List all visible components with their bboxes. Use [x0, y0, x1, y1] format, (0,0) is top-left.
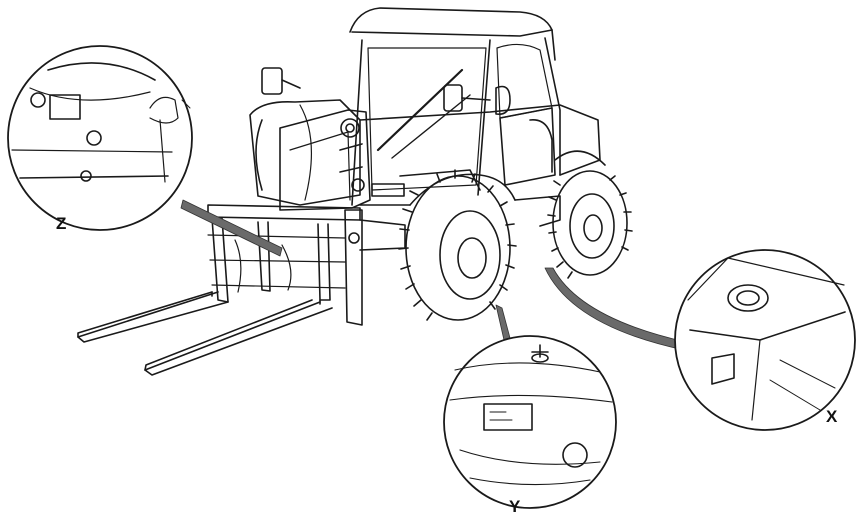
identification-plate-x [711, 353, 735, 385]
cab [349, 7, 561, 206]
forks [77, 291, 333, 376]
callout-label-y: Y [509, 497, 521, 516]
mirrors [261, 67, 511, 116]
front-wheel [398, 169, 517, 321]
callout-circle-z [7, 45, 193, 231]
callout-circle-x [674, 249, 856, 431]
callout-label-x: X [826, 407, 838, 426]
identification-plate-z [49, 94, 81, 120]
telehandler-machine [77, 7, 633, 376]
callout-label-z: Z [56, 214, 67, 233]
callout-leaders [180, 199, 687, 351]
rear-wheel [547, 170, 633, 279]
callout-circle-y [443, 335, 617, 509]
boom [279, 109, 371, 211]
fork-carriage [207, 204, 363, 326]
identification-plate-y [483, 403, 533, 431]
body [249, 99, 606, 251]
